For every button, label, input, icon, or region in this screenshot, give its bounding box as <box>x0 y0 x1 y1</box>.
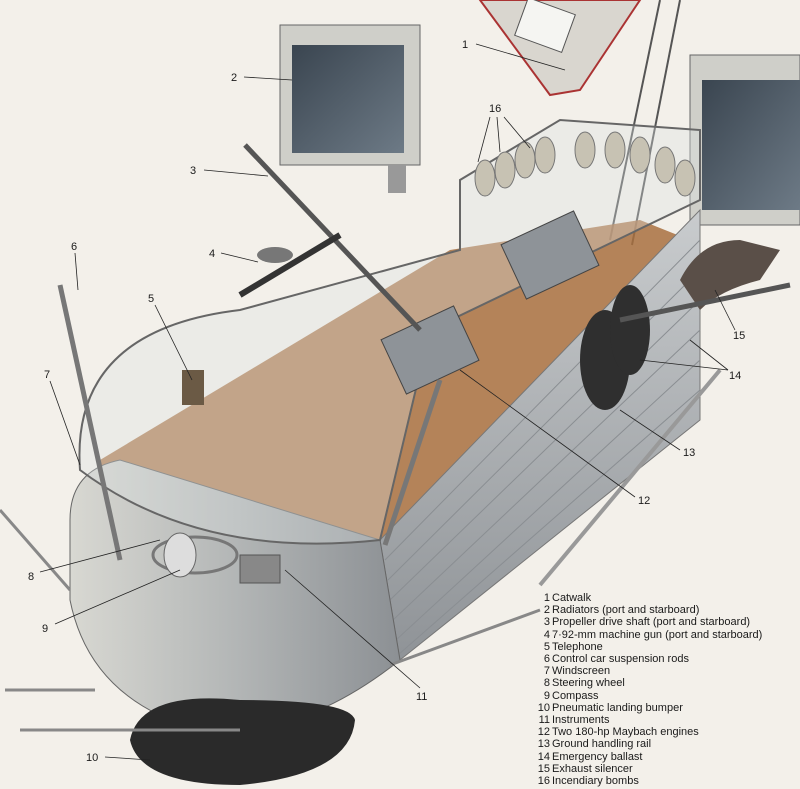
ladder <box>609 0 681 246</box>
callout-1: 1 <box>462 39 468 51</box>
incendiary-bombs <box>474 131 696 197</box>
callout-10: 10 <box>86 752 98 764</box>
legend-number: 15 <box>537 762 550 775</box>
callout-3: 3 <box>190 165 196 177</box>
callout-7: 7 <box>44 369 50 381</box>
catwalk <box>478 0 642 97</box>
leader-lines <box>39 43 736 761</box>
gondola-floor <box>100 220 690 590</box>
legend-number: 13 <box>537 738 550 751</box>
legend-label: Compass <box>552 689 599 702</box>
legend-label: Windscreen <box>552 665 611 678</box>
radiator-port <box>279 24 421 193</box>
legend-label: Control car suspension rods <box>552 653 689 666</box>
legend-label: Ground handling rail <box>552 738 652 751</box>
exhaust-silencer <box>680 240 780 310</box>
callout-9: 9 <box>42 623 48 635</box>
callout-6: 6 <box>71 241 77 253</box>
steering-wheel <box>151 535 239 575</box>
callout-8: 8 <box>28 571 34 583</box>
compass <box>163 532 197 578</box>
legend-label: Telephone <box>552 640 603 653</box>
ground-handling-rail <box>538 368 722 587</box>
legend-number: 4 <box>543 628 550 641</box>
legend-label: Catwalk <box>552 592 592 604</box>
callout-15: 15 <box>733 330 745 342</box>
legend-number: 1 <box>543 592 550 604</box>
legend-label: Exhaust silencer <box>552 762 633 775</box>
callout-14: 14 <box>729 370 741 382</box>
callout-12: 12 <box>638 495 650 507</box>
legend-number: 7 <box>543 665 550 678</box>
legend-number: 9 <box>543 689 550 702</box>
legend-label: 7·92-mm machine gun (port and starboard) <box>552 628 763 641</box>
suspension-rods <box>57 284 443 561</box>
legend-number: 10 <box>537 701 550 714</box>
legend-number: 8 <box>543 677 550 690</box>
telephone <box>182 370 204 405</box>
emergency-ballast <box>580 285 650 410</box>
legend-number: 3 <box>543 616 550 629</box>
legend-number: 12 <box>537 726 550 739</box>
callout-13: 13 <box>683 447 695 459</box>
radiator-starboard <box>689 54 800 226</box>
legend-label: Emergency ballast <box>552 750 643 763</box>
legend-label: Steering wheel <box>552 677 625 690</box>
legend-number: 14 <box>537 750 550 763</box>
legend-label: Instruments <box>552 714 610 727</box>
hull-panel-lines <box>384 239 701 656</box>
legend-number: 2 <box>543 604 550 617</box>
maybach-engine-front <box>380 305 480 395</box>
legend-label: Propeller drive shaft (port and starboar… <box>552 616 751 629</box>
legend-number: 16 <box>537 775 550 788</box>
legend-label: Incendiary bombs <box>552 775 639 788</box>
callout-2: 2 <box>231 72 237 84</box>
handling-poles <box>0 509 541 732</box>
legend-label: Two 180-hp Maybach engines <box>552 726 699 739</box>
maybach-engine-rear <box>500 210 600 300</box>
machine-gun <box>238 232 342 298</box>
callout-16: 16 <box>489 103 501 115</box>
instruments <box>239 554 281 584</box>
callout-5: 5 <box>148 293 154 305</box>
callout-4: 4 <box>209 248 215 260</box>
pneumatic-landing-bumper <box>130 698 355 785</box>
legend-number: 5 <box>543 640 550 653</box>
legend-label: Radiators (port and starboard) <box>552 604 700 617</box>
legend-number: 11 <box>538 714 550 727</box>
callout-11: 11 <box>416 691 427 703</box>
legend-label: Pneumatic landing bumper <box>552 701 683 714</box>
legend-number: 6 <box>543 653 550 666</box>
